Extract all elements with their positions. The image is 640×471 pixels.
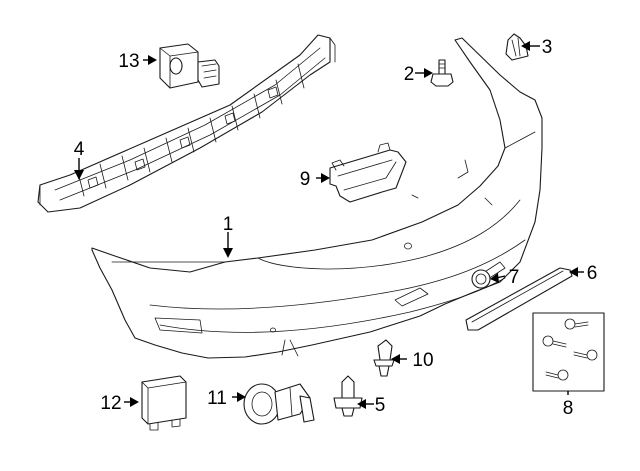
bolt-part: [430, 59, 454, 87]
callout-9: 9: [300, 169, 311, 190]
retainer-part: [333, 375, 363, 417]
callout-12: 12: [100, 393, 121, 414]
callout-7: 7: [509, 267, 520, 288]
callout-1: 1: [223, 214, 234, 235]
callout-5: 5: [375, 395, 386, 416]
callout-4: 4: [74, 139, 85, 160]
callout-3: 3: [542, 37, 553, 58]
leader-lines: [74, 41, 584, 409]
callout-10: 10: [412, 350, 433, 371]
energy-absorber-part: [37, 34, 336, 213]
fastener-kit-part: [532, 312, 605, 392]
callout-2: 2: [404, 64, 415, 85]
reflector-part: [465, 267, 573, 331]
callout-6: 6: [587, 263, 598, 284]
sensor-module-part: [159, 43, 220, 89]
clip-part: [505, 33, 529, 61]
callout-11: 11: [207, 388, 227, 409]
push-pin-part: [373, 339, 395, 377]
bumper-cover-part: [91, 37, 543, 359]
control-module-part: [141, 375, 187, 431]
bracket-part: [329, 142, 407, 203]
callout-8: 8: [563, 398, 574, 419]
callout-labels: 1 2 3 4 5 6 7 8 9 10 11 12 13: [74, 37, 598, 419]
callout-13: 13: [118, 51, 139, 72]
grommet-part: [471, 269, 491, 289]
parking-sensor-part: [243, 383, 315, 425]
